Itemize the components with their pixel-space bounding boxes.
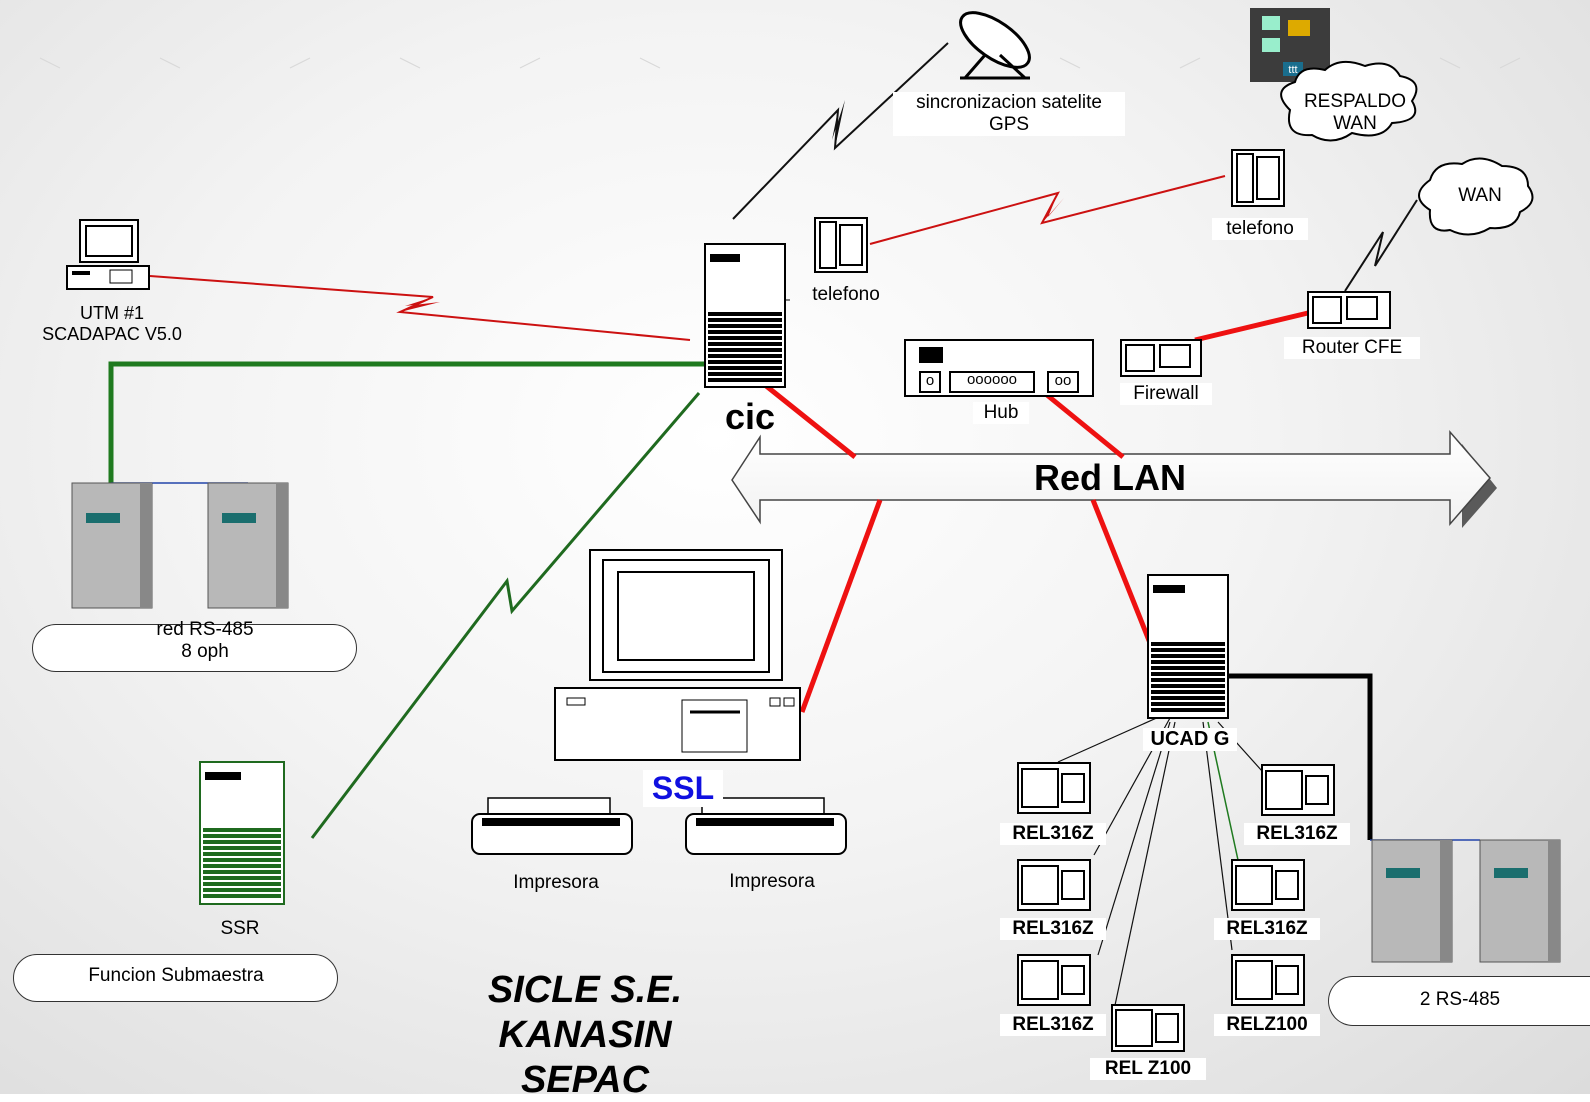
- respaldo-wan-label: RESPALDO WAN: [1285, 91, 1425, 135]
- rs485-cabinets-left: [71, 482, 289, 609]
- diagram-title: SICLE S.E. KANASIN SEPAC: [455, 968, 715, 1102]
- phone-right: [1231, 149, 1285, 207]
- cic-label: cic: [724, 396, 776, 437]
- impresora-1-label: Impresora: [513, 872, 599, 893]
- title-line-3: SEPAC: [520, 1058, 650, 1101]
- background-pattern: [39, 57, 1521, 69]
- respaldo-wan-cloud: [1280, 60, 1418, 142]
- link-phone-phone: [869, 175, 1226, 245]
- ssr-server: [199, 761, 285, 905]
- link-ucad-lan: [1090, 499, 1155, 649]
- link-hub-lan: [1045, 393, 1125, 459]
- hub-ports: oooooo: [966, 371, 1018, 388]
- firewall-label: Firewall: [1120, 383, 1212, 405]
- relay-label: REL316Z: [1244, 823, 1350, 845]
- wan-cloud: [1418, 157, 1534, 236]
- title-line-1: SICLE S.E.: [487, 969, 683, 1011]
- rs485-left-line-2: 8 oph: [181, 640, 229, 662]
- link-cic-ssr: [310, 392, 701, 839]
- link-firewall-router: [1194, 310, 1309, 343]
- relay-label: RELZ100: [1214, 1014, 1320, 1036]
- gps-label: sincronizacion satelite GPS: [893, 92, 1125, 136]
- printer-2: [685, 797, 847, 855]
- impresora-2-label: Impresora: [729, 871, 815, 892]
- link-cic-lan: [763, 383, 857, 459]
- zigzag-fills: [400, 100, 1064, 312]
- phone-center: [814, 217, 868, 273]
- relay-label: REL Z100: [1090, 1058, 1206, 1080]
- relay-label: REL316Z: [1000, 1014, 1106, 1036]
- respaldo-wan-line-2: WAN: [1333, 112, 1377, 134]
- utm-label: UTM #1 SCADAPAC V5.0: [22, 303, 202, 344]
- wan-label: WAN: [1458, 185, 1502, 206]
- ssl-label: SSL: [643, 770, 723, 807]
- hub-label: Hub: [973, 402, 1029, 424]
- gps-label-line-1: sincronizacion satelite: [916, 92, 1102, 113]
- rs485-left-line-1: red RS-485: [156, 619, 254, 640]
- title-line-2: KANASIN: [498, 1013, 672, 1056]
- utm-computer: [66, 219, 150, 290]
- hub-device: [904, 339, 1094, 397]
- rs485-right-panel: [1328, 976, 1590, 1026]
- telefono-right-label: telefono: [1212, 218, 1308, 240]
- rs485-left-panel: [32, 624, 357, 672]
- satellite-dish-icon: [959, 11, 1031, 80]
- red-lan-label: Red LAN: [1034, 457, 1186, 498]
- rs485-right-label: 2 RS-485: [1419, 989, 1501, 1010]
- funcion-submaestra-panel: [13, 954, 338, 1002]
- telefono-center-label: telefono: [812, 284, 880, 305]
- rs485-left-label: red RS-485 8 oph: [110, 619, 300, 663]
- relay-label: REL316Z: [1000, 918, 1106, 940]
- funcion-submaestra-label: Funcion Submaestra: [88, 965, 264, 986]
- gps-label-line-2: GPS: [988, 113, 1030, 135]
- utm-label-line-2: SCADAPAC V5.0: [42, 323, 182, 344]
- link-cic-utm: [149, 275, 691, 341]
- lan-links: [763, 310, 1309, 713]
- router-label: Router CFE: [1284, 337, 1420, 359]
- rs485-link-left: [108, 361, 706, 483]
- firewall-device: [1120, 339, 1202, 377]
- ttt-icon: [1250, 8, 1330, 82]
- relay-label: REL316Z: [1214, 918, 1320, 940]
- link-ssl-lan: [799, 499, 883, 713]
- red-lan-bus: [731, 429, 1497, 528]
- hub-port-b: oo: [1054, 372, 1072, 389]
- ssr-label: SSR: [220, 918, 260, 939]
- ucad-server: [1147, 574, 1229, 719]
- link-router-wan: [1344, 199, 1418, 292]
- utm-label-line-1: UTM #1: [79, 303, 144, 323]
- ssl-computer: [554, 549, 801, 761]
- link-ucad-rs485: [1225, 673, 1373, 840]
- cic-server: [704, 243, 790, 388]
- printer-1: [471, 797, 633, 855]
- ucad-relay-links: [1057, 711, 1263, 1011]
- relay-label: REL316Z: [1000, 823, 1106, 845]
- rs485-cabinets-right: [1370, 839, 1561, 963]
- ucad-label: UCAD G: [1143, 728, 1237, 751]
- relay-icons: [1017, 762, 1335, 1052]
- respaldo-wan-line-1: RESPALDO: [1303, 91, 1407, 112]
- ttt-label: ttt: [1288, 64, 1298, 76]
- router-device: [1307, 291, 1391, 329]
- hub-port-a: o: [925, 372, 935, 389]
